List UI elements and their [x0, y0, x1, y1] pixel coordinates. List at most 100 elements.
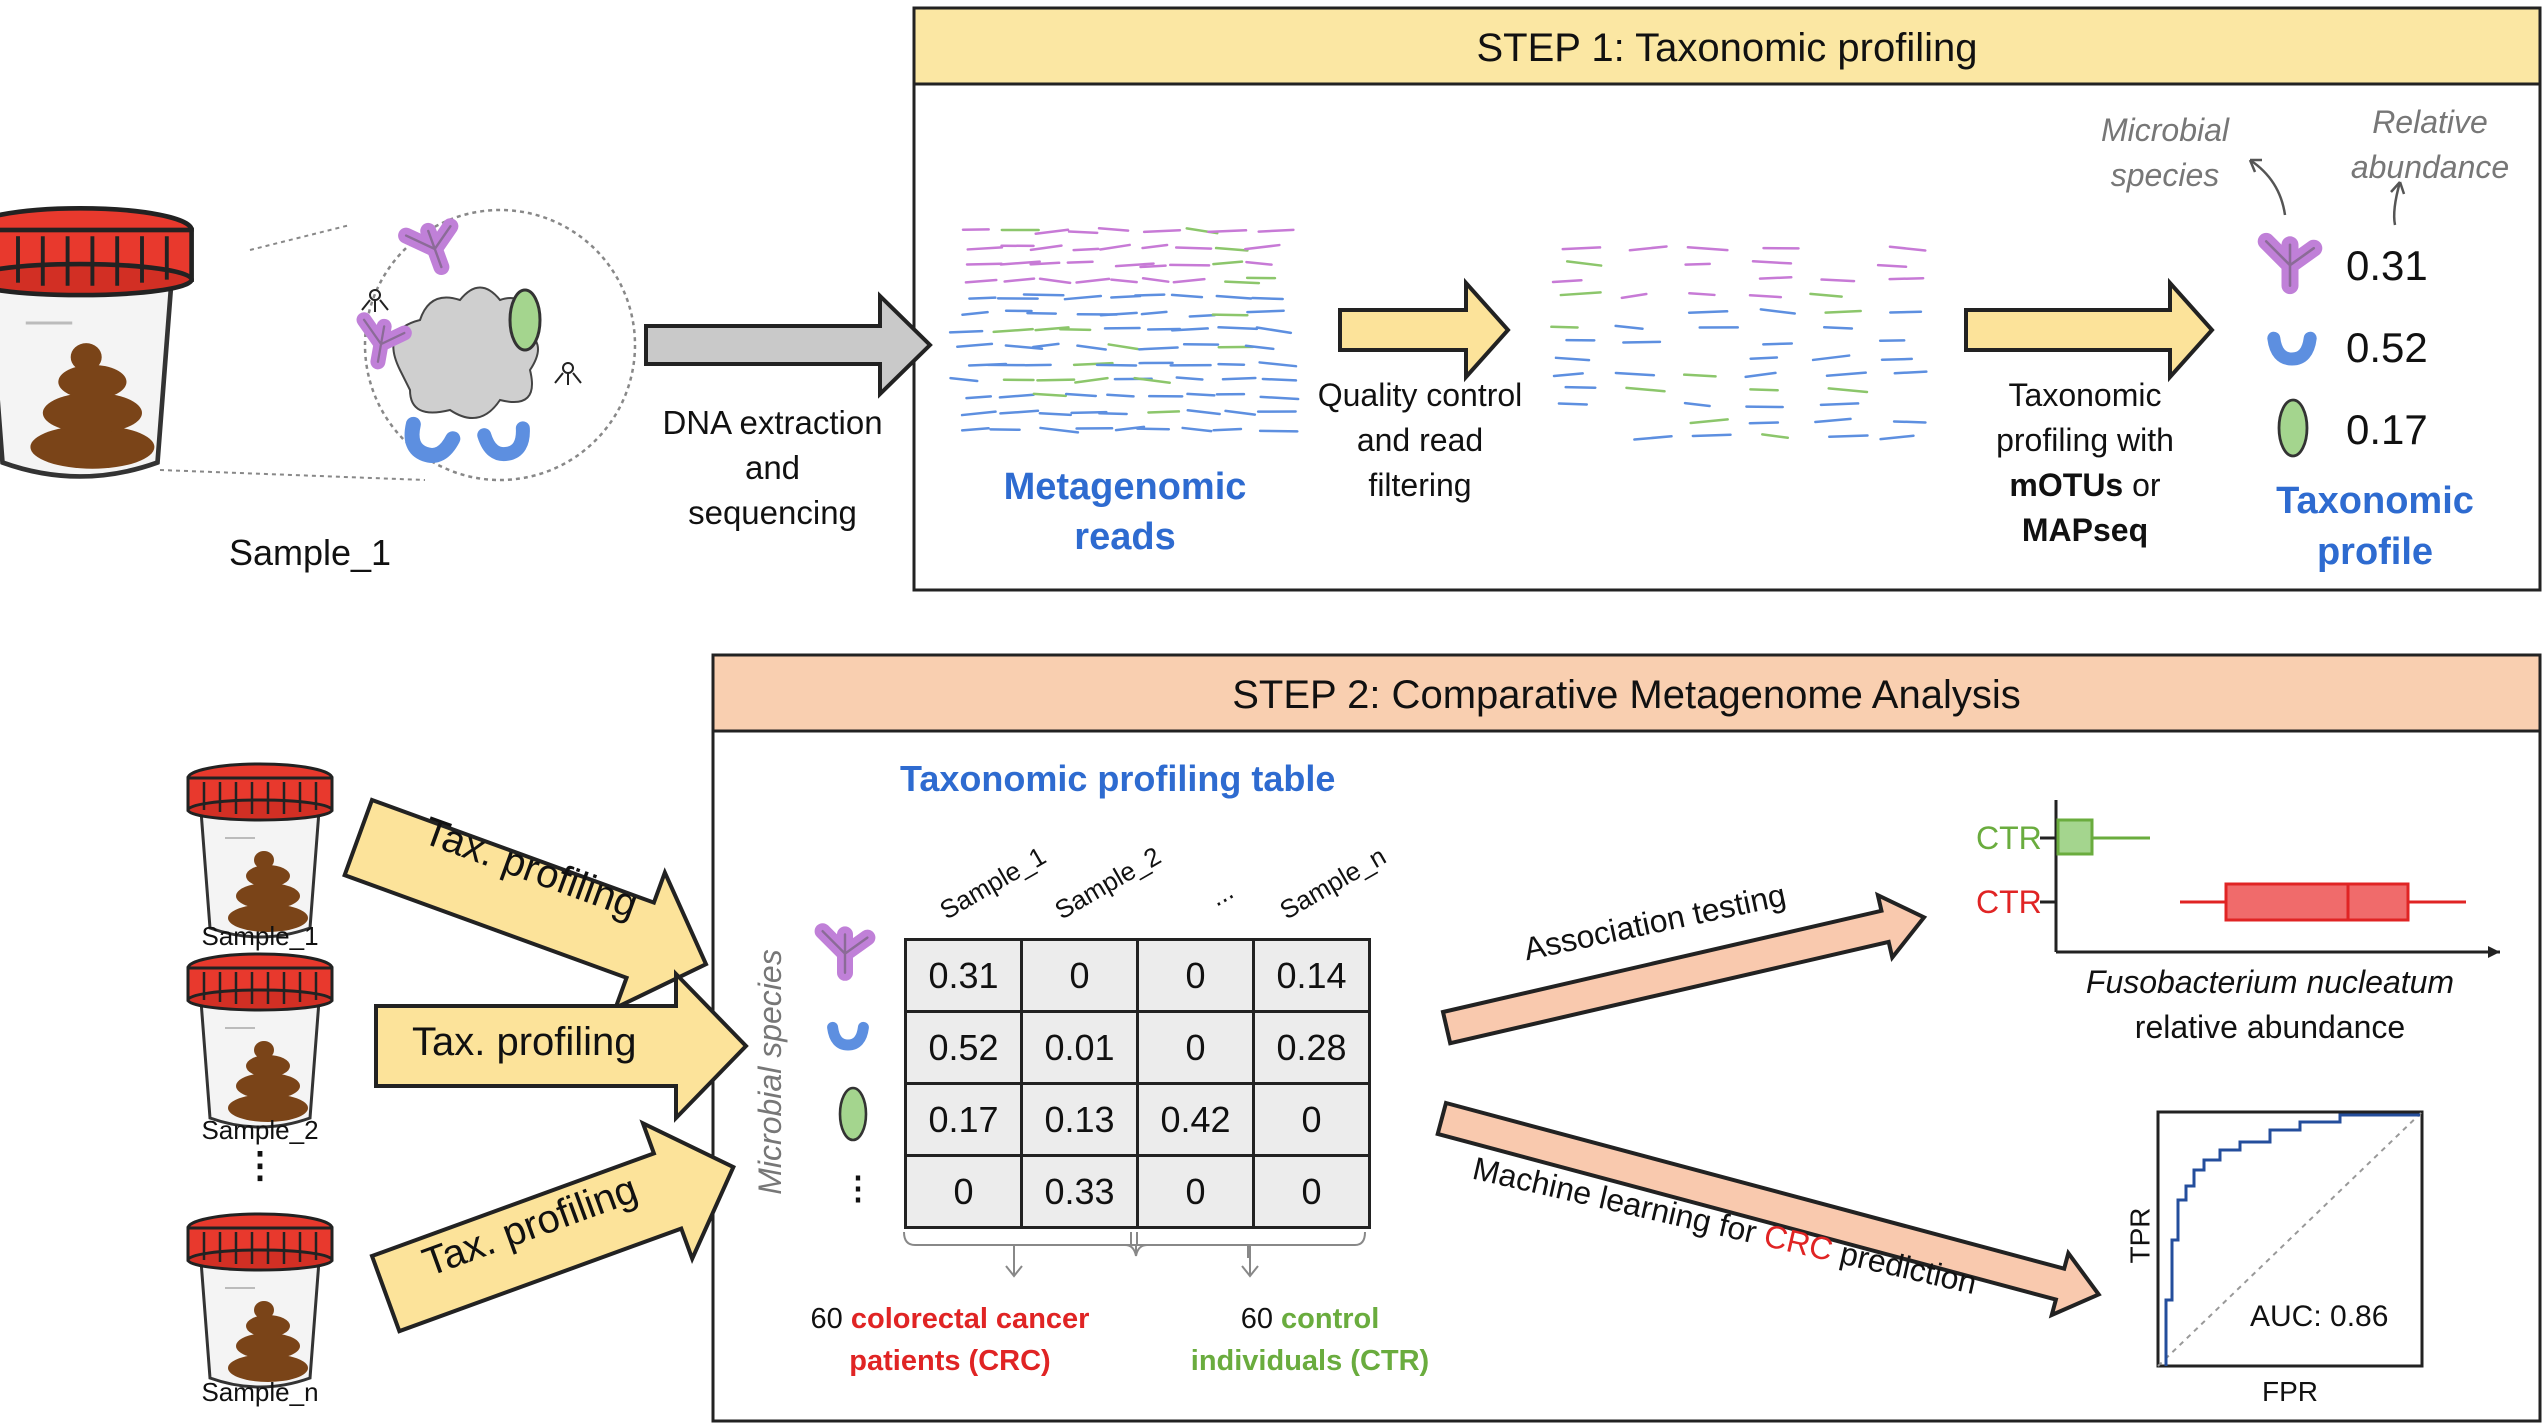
read-dash [1691, 433, 1732, 438]
table-cell: 0 [1136, 938, 1255, 1013]
qc-label-line: Quality control [1317, 377, 1523, 413]
read-dash [1074, 376, 1109, 384]
read-dash [1215, 294, 1253, 300]
boxplot-label-2: CTR [1976, 884, 2042, 920]
read-dash [1633, 435, 1673, 441]
read-dash [1034, 228, 1070, 235]
read-dash [1682, 373, 1717, 378]
read-dash [1550, 325, 1579, 329]
read-dash [1557, 402, 1588, 406]
relative-abundance-note: Relative abundance [2330, 100, 2530, 190]
abundance-pointer-arrow [2392, 181, 2402, 226]
association-arrow [1440, 891, 1928, 1046]
read-dash [1888, 245, 1927, 252]
read-dash [960, 427, 990, 432]
table-cell: 0 [1136, 1010, 1255, 1085]
table-row: 0.31 0 0 0.14 [904, 938, 1371, 1013]
read-dash [1744, 371, 1777, 379]
read-dash [1142, 228, 1182, 234]
read-dash [1137, 346, 1179, 351]
ml-arrow [1435, 1100, 2102, 1319]
or-label: or [2123, 467, 2161, 503]
read-dash [1066, 260, 1094, 264]
step1-panel [912, 6, 2542, 592]
read-dash [968, 296, 997, 300]
read-dash [1686, 245, 1729, 252]
read-dash [1259, 395, 1300, 401]
qc-label-line: filtering [1368, 467, 1472, 503]
read-dash [1257, 228, 1295, 233]
read-dash [1038, 277, 1072, 285]
read-dash [1097, 226, 1130, 232]
qc-label: Quality control and read filtering [1300, 373, 1540, 508]
read-dash [1172, 277, 1206, 284]
step1-title: STEP 1: Taxonomic profiling [1476, 26, 1978, 70]
read-dash [1214, 246, 1249, 252]
read-dash [1820, 278, 1856, 283]
read-dash [1689, 418, 1729, 425]
read-dash [1026, 311, 1058, 315]
dna-label-line: sequencing [688, 494, 857, 531]
dna-arrow [644, 291, 933, 399]
table-cell: 0.33 [1020, 1154, 1139, 1229]
read-dash [1683, 401, 1711, 408]
profiling-label-line: Taxonomic [2008, 377, 2162, 413]
tax-arrow-3 [369, 1119, 736, 1334]
read-dash [1110, 278, 1138, 284]
read-dash [1243, 243, 1281, 251]
table-row-axis-label: Microbial species [752, 949, 788, 1195]
boxplot-label-1: CTR [1976, 820, 2042, 856]
table-cell: 0.42 [1136, 1082, 1255, 1157]
read-dash [960, 410, 997, 417]
read-dash [1261, 377, 1298, 382]
table-row: 0 0.33 0 0 [904, 1154, 1371, 1229]
profiling-table: 0.31 0 0 0.14 0.52 0.01 0 0.28 0.17 0.13… [904, 938, 1371, 1229]
read-dash [1551, 279, 1583, 284]
profiling-arrow [1964, 277, 2215, 383]
read-dash [1748, 421, 1780, 425]
microbial-species-note: Microbial species [2070, 108, 2260, 198]
read-dash [1207, 228, 1248, 234]
read-dash [949, 376, 979, 383]
read-dash [1034, 326, 1070, 332]
profiling-table-title: Taxonomic profiling table [900, 758, 1336, 799]
read-dash [1217, 326, 1259, 331]
read-dash [1072, 247, 1100, 252]
table-cell: 0 [904, 1154, 1023, 1229]
dna-label-line: DNA extraction [662, 404, 883, 441]
sample-jar-n [186, 1212, 334, 1389]
boxplot-ctr-box [2056, 818, 2150, 856]
read-dash [1063, 294, 1103, 301]
read-dash [1212, 260, 1244, 266]
ctr-count: 60 [1240, 1303, 1282, 1335]
table-cell: 0 [1252, 1082, 1371, 1157]
read-dash [1038, 411, 1072, 417]
read-dash [1039, 426, 1080, 434]
boxplot-xlabel-species: Fusobacterium nucleatum [2085, 964, 2455, 1000]
table-cell: 0.17 [904, 1082, 1023, 1157]
table-cell: 0.14 [1252, 938, 1371, 1013]
roc-chart [2156, 1110, 2424, 1368]
read-dash [1133, 293, 1166, 297]
read-dash [1095, 363, 1138, 367]
read-dash [1106, 393, 1135, 398]
read-dash [1136, 427, 1171, 431]
table-cell: 0.28 [1252, 1010, 1371, 1085]
boxplot-xlabel-text: relative abundance [2134, 1009, 2406, 1045]
dna-extraction-label: DNA extraction and sequencing [630, 400, 915, 535]
table-row-dots: ⋮ [842, 1170, 874, 1206]
read-dash [1809, 292, 1843, 298]
read-dash [1029, 261, 1061, 266]
sample-label-2: Sample_2 [201, 1115, 319, 1145]
read-dash [1036, 378, 1076, 382]
step2-title: STEP 2: Comparative Metagenome Analysis [1232, 673, 2021, 717]
read-dash [1561, 246, 1602, 251]
table-cell: 0.13 [1020, 1082, 1139, 1157]
read-dash [1064, 392, 1098, 398]
read-dash [961, 310, 989, 317]
table-row: 0.17 0.13 0.42 0 [904, 1082, 1371, 1157]
read-dash [956, 342, 994, 348]
read-dash [1174, 246, 1213, 250]
read-dash [1620, 292, 1648, 300]
read-dash [1245, 260, 1273, 266]
